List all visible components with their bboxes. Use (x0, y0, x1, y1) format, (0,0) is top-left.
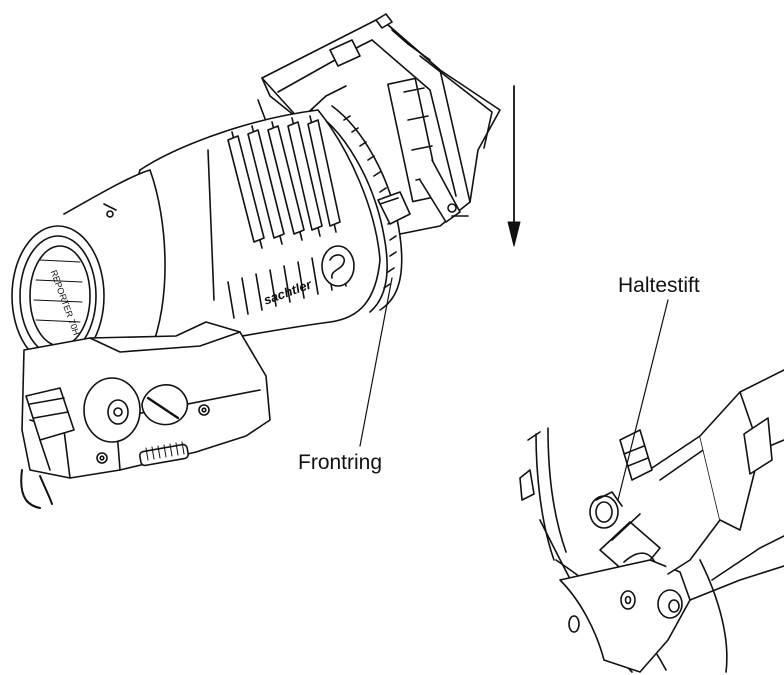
haltestift-label: Haltestift (618, 274, 700, 297)
haltestift-leader-line (617, 299, 669, 501)
frontring-leader-line (359, 277, 393, 447)
arrow-down-icon (507, 85, 521, 247)
detail-inset (519, 369, 784, 673)
rear-cap (11, 169, 166, 367)
lamp-body (126, 109, 381, 353)
frontring-label: Frontring (298, 451, 383, 474)
mount-bracket (20, 321, 271, 509)
